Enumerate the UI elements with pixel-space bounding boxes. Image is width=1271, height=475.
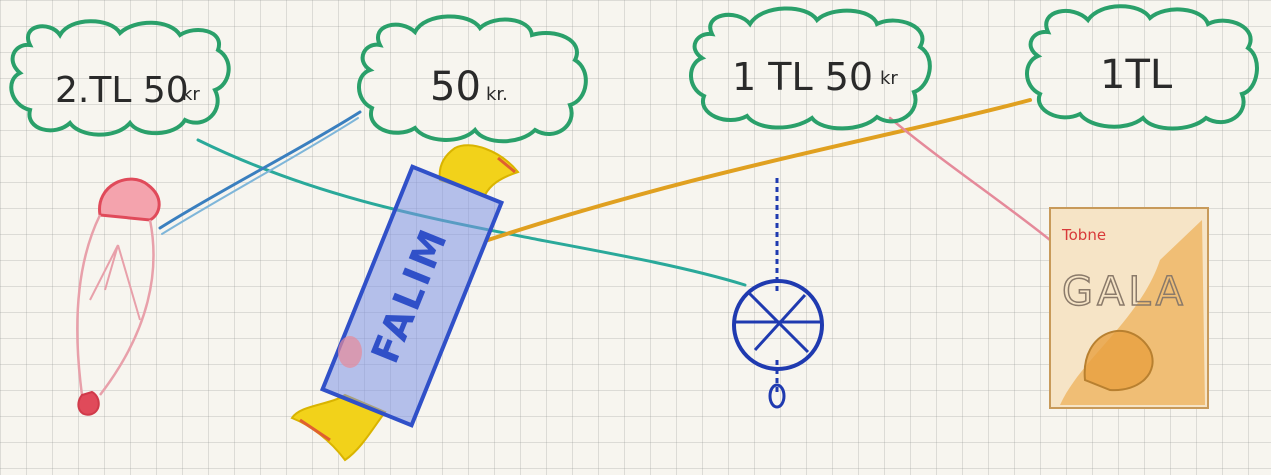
price-cloud-2: 50 kr. — [359, 16, 586, 141]
lollipop-spokes — [736, 292, 820, 352]
price-cloud-4: 1TL — [1027, 6, 1257, 128]
balloon-body — [77, 215, 153, 395]
line-cloud2-to-balloon-2 — [162, 118, 358, 234]
box-brand: Tobne — [1061, 226, 1106, 244]
box-name: GALA — [1062, 269, 1187, 315]
balloon-inner-lines — [90, 245, 140, 320]
cloud-3-unit: kr — [880, 68, 898, 89]
connector-lines — [160, 100, 1050, 285]
balloon-knot — [78, 392, 98, 415]
cloud-1-price: 2.TL 50 — [55, 70, 189, 111]
candy-pink-spot — [338, 336, 362, 368]
price-cloud-3: 1 TL 50 kr — [691, 8, 930, 128]
gala-biscuit-box: Tobne GALA — [1050, 208, 1208, 408]
cloud-4-price: 1TL — [1100, 52, 1173, 98]
cloud-3-price: 1 TL 50 — [732, 55, 873, 99]
balloon-drawing — [77, 179, 159, 415]
cloud-2-price: 50 — [430, 64, 481, 110]
line-cloud2-to-balloon — [160, 112, 360, 228]
cloud-1-unit: kr — [182, 84, 200, 105]
price-cloud-1: 2.TL 50 kr — [11, 21, 228, 134]
cloud-2-unit: kr. — [486, 84, 508, 105]
falim-gum-drawing: FALIM — [292, 145, 518, 460]
line-cloud3-to-biscuit — [890, 118, 1050, 240]
balloon-top — [100, 179, 160, 220]
lollipop-drawing — [734, 178, 822, 407]
